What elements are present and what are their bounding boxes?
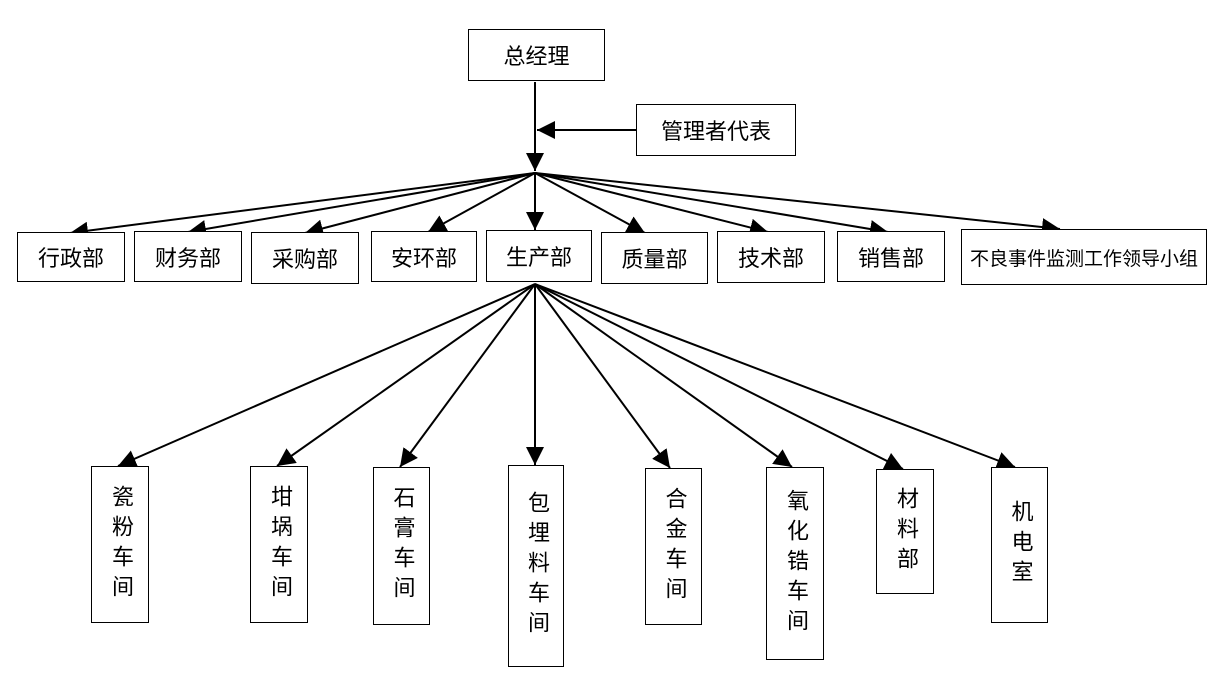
line-hub-dept-3 (304, 172, 536, 238)
line-prod-ws-2 (276, 283, 536, 467)
workshop-box: 机电室 (991, 467, 1048, 623)
line-hub-dept-1 (69, 172, 536, 240)
general-manager-box: 总经理 (468, 29, 605, 81)
adverse-event-group-box: 不良事件监测工作领导小组 (961, 229, 1207, 285)
workshop-box: 材料部 (876, 469, 934, 594)
workshop-box: 瓷粉车间 (91, 466, 149, 623)
line-hub-dept-7 (534, 172, 769, 237)
department-box: 财务部 (134, 231, 242, 282)
line-hub-dept-4 (427, 172, 536, 233)
line-hub-dept-2 (187, 172, 536, 238)
workshop-box: 包埋料车间 (508, 465, 564, 667)
line-prod-ws-8 (534, 283, 1016, 469)
workshop-box: 坩埚车间 (250, 466, 308, 623)
line-prod-ws-6 (534, 283, 793, 468)
line-prod-ws-1 (117, 283, 536, 468)
workshop-box: 石膏车间 (373, 467, 430, 625)
department-box: 质量部 (601, 232, 708, 284)
line-prod-ws-3 (399, 283, 536, 468)
department-box: 安环部 (371, 231, 477, 282)
line-prod-ws-5 (534, 283, 671, 469)
department-box: 销售部 (837, 231, 945, 282)
department-box-production: 生产部 (486, 230, 592, 282)
line-hub-dept-9 (534, 172, 1061, 237)
workshop-box: 合金车间 (645, 468, 702, 625)
line-hub-dept-6 (534, 172, 646, 234)
department-box: 技术部 (717, 231, 825, 283)
department-box: 采购部 (251, 232, 359, 284)
department-box: 行政部 (17, 232, 125, 282)
line-prod-ws-7 (534, 283, 904, 470)
management-representative-box: 管理者代表 (636, 104, 796, 156)
workshop-box: 氧化锆车间 (766, 467, 824, 660)
line-hub-dept-8 (534, 172, 889, 238)
